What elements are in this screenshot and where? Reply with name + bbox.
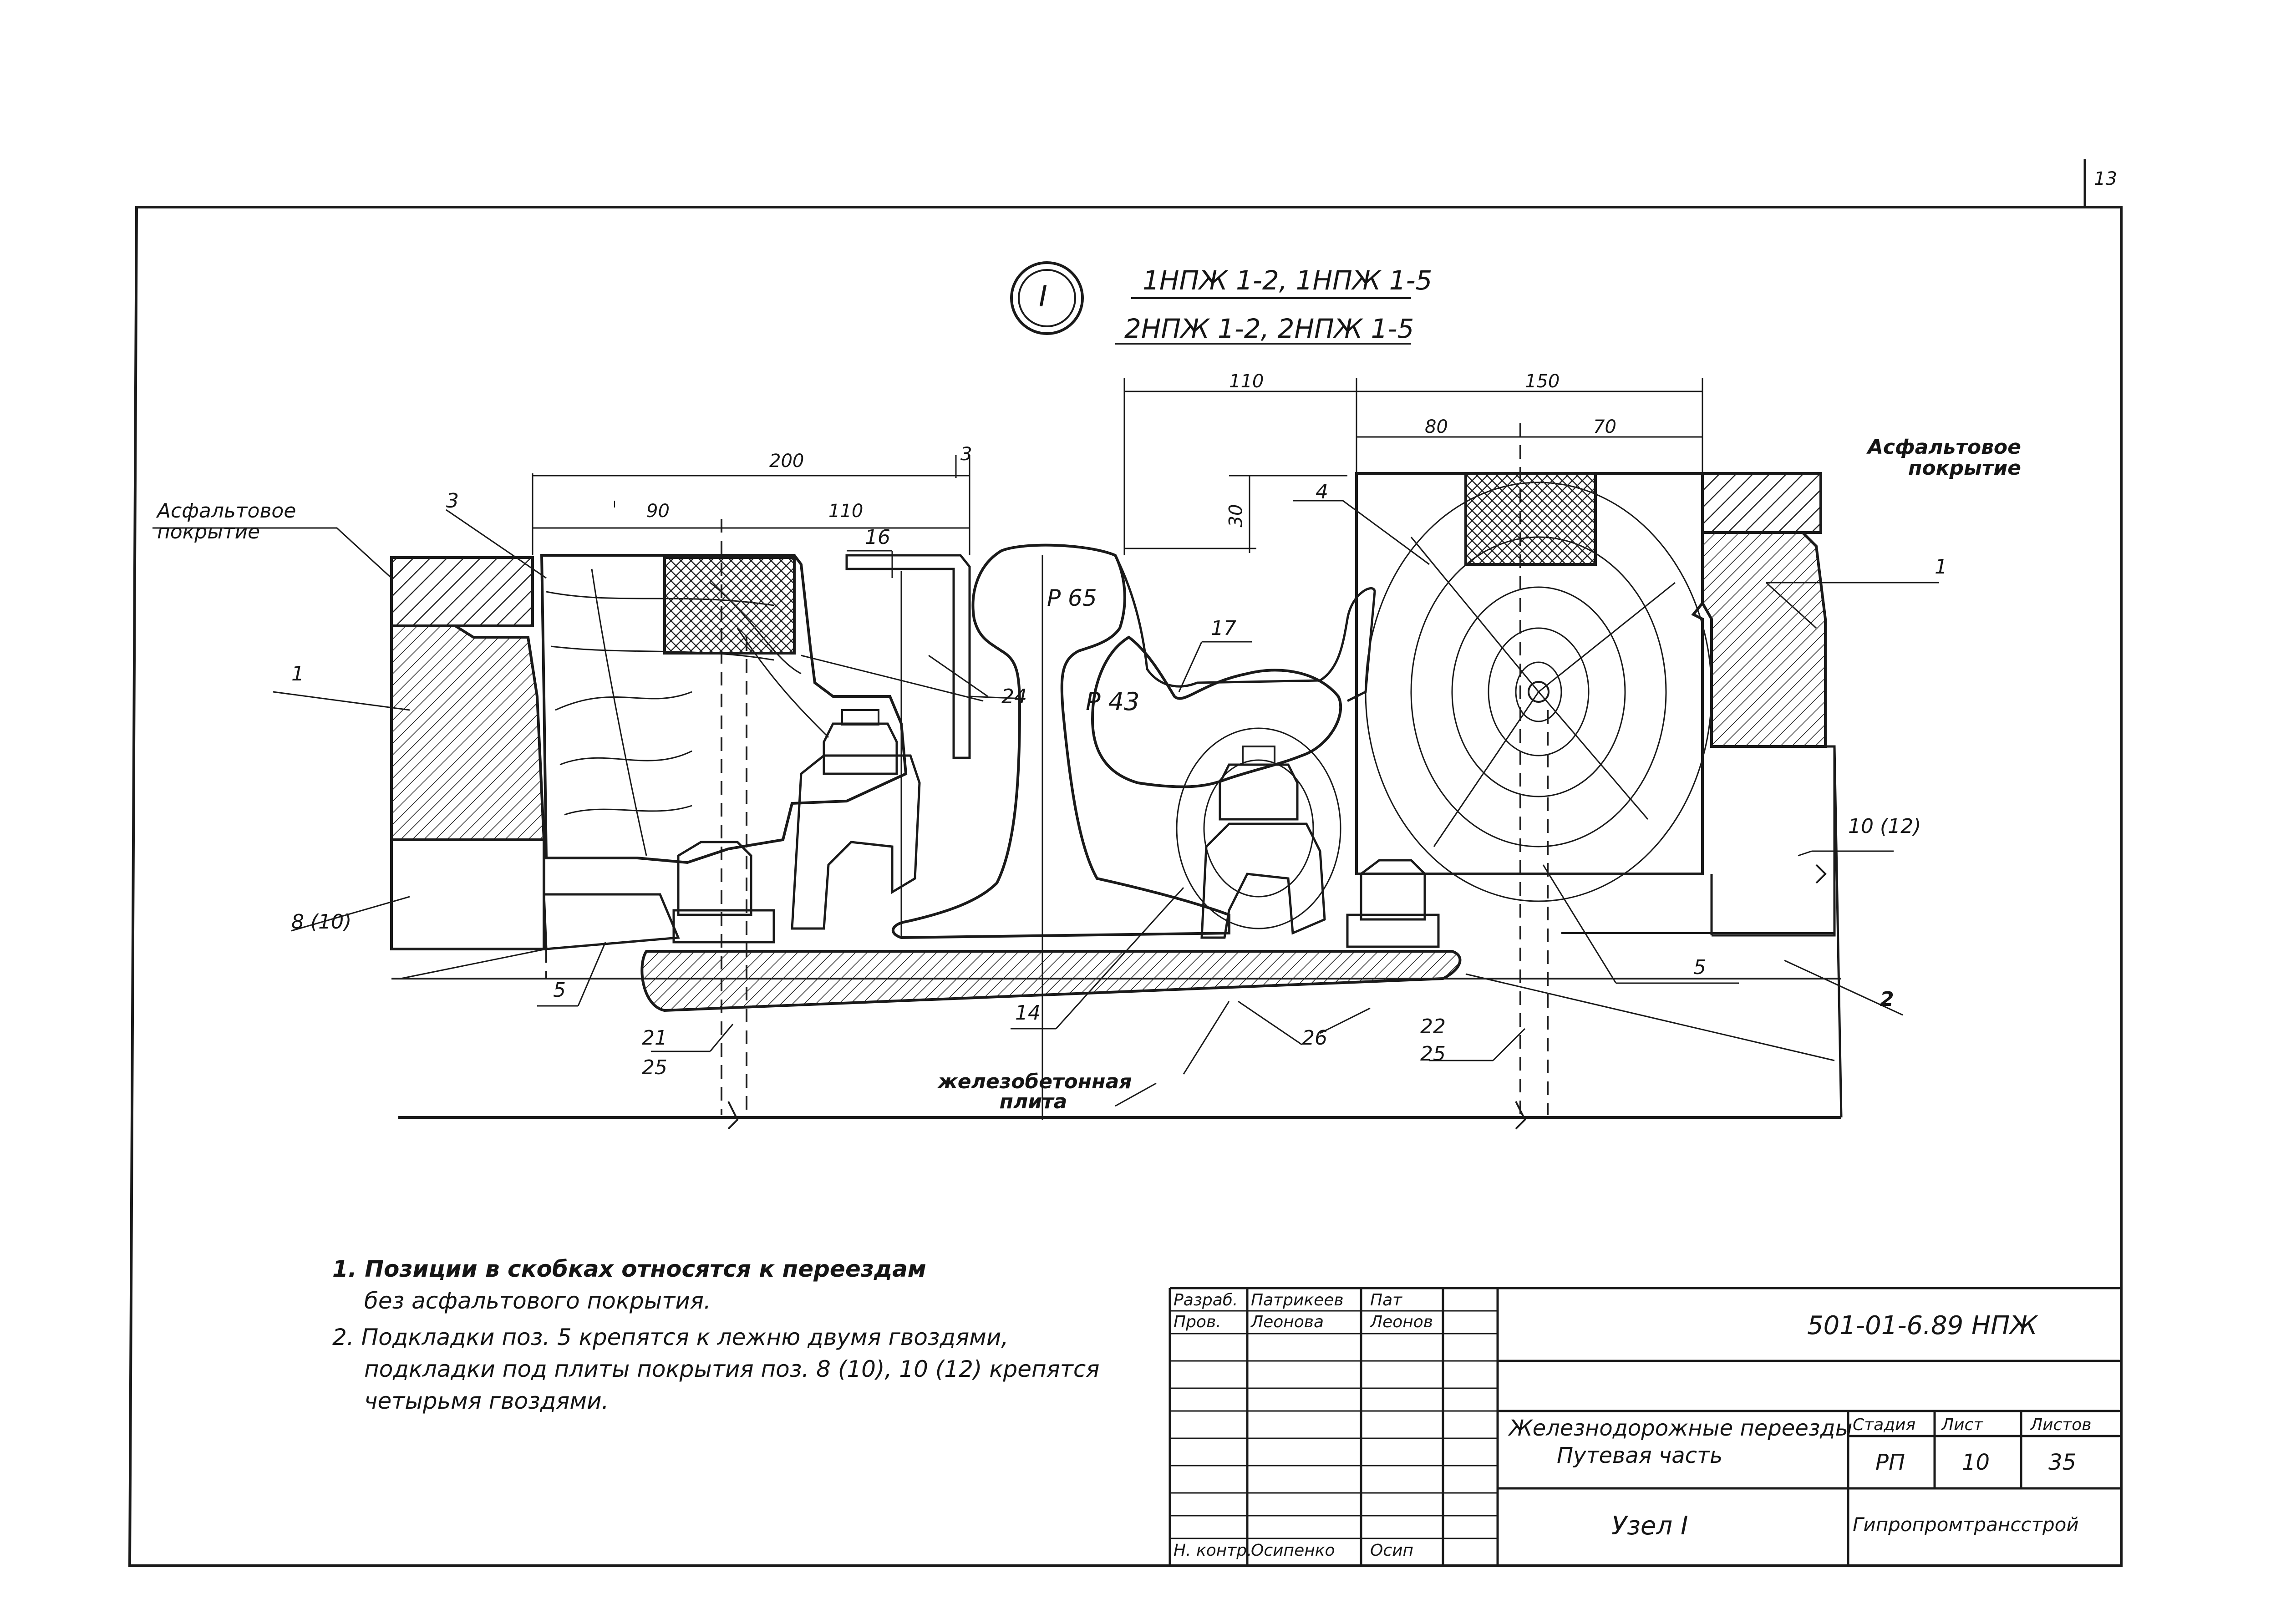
node-codes-line1: 1НПЖ 1-2, 1НПЖ 1-5 [1143,265,1433,296]
dim-3: 3 [960,444,972,465]
tb-name-2: Леонова [1251,1313,1324,1331]
tb-sheets: 35 [2048,1450,2077,1475]
tb-stage-header: Стадия [1853,1416,1916,1434]
note-line-4: подкладки под плиты покрытия поз. 8 (10)… [364,1356,1100,1382]
note-line-3: 2. Подкладки поз. 5 крепятся к лежню дву… [332,1324,1009,1350]
sheet-edge-number: 13 [2094,168,2117,189]
label-asphalt-right: Асфальтовое покрытие [1867,436,2021,480]
label-pos-5-left: 5 [553,979,566,1002]
tb-project-title-2: Путевая часть [1557,1443,1723,1468]
tb-sign-2: Леонов [1370,1313,1433,1331]
tb-stage: РП [1875,1450,1905,1475]
nut-right [1219,763,1299,821]
label-pos-22: 22 [1420,1015,1446,1038]
dim-200: 200 [769,451,804,472]
label-pos-21: 21 [642,1026,667,1050]
node-marker-circle [1010,261,1084,335]
insert-right [1464,472,1597,566]
label-pos-4: 4 [1316,480,1328,503]
nut-left [823,722,898,775]
tb-sheets-header: Листов [2030,1416,2092,1434]
label-pos-25-left: 25 [642,1056,667,1079]
label-pos-25-right: 25 [1420,1042,1446,1066]
dim-110-top: 110 [1229,371,1264,392]
tb-sheet: 10 [1962,1450,1990,1475]
dim-150: 150 [1525,371,1560,392]
bolt-left [677,841,752,916]
tb-role-9: Н. контр. [1174,1541,1252,1560]
tb-sign-9: Осип [1370,1541,1414,1560]
tb-role-1: Разраб. [1174,1291,1238,1309]
clip-left [791,754,921,930]
clip-right [1200,822,1326,939]
tb-role-2: Пров. [1174,1313,1221,1331]
tb-name-9: Осипенко [1251,1541,1335,1560]
dim-70: 70 [1593,416,1616,437]
dim-80: 80 [1425,416,1448,437]
rail-label-p43: Р 43 [1086,687,1140,716]
asphalt-right [1701,472,1822,534]
label-pos-8-10: 8 (10) [291,910,352,934]
tb-node-title: Узел I [1611,1511,1688,1541]
tb-name-1: Патрикеев [1251,1291,1344,1309]
label-pos-17: 17 [1211,617,1236,640]
note-line-5: четырьмя гвоздями. [364,1388,609,1414]
tb-doc-code: 501-01-6.89 НПЖ [1807,1311,2037,1340]
pad-left [390,838,545,950]
node-marker-label: I [1039,280,1047,314]
dim-110-left: 110 [828,501,864,522]
slab-left [390,624,546,841]
asphalt-left [390,556,534,627]
label-pos-3: 3 [446,489,459,513]
label-pos-24: 24 [1001,685,1027,708]
insert-left [663,556,796,655]
note-line-2: без асфальтового покрытия. [364,1288,711,1314]
pad-5-left [543,893,680,950]
tb-organization: Гипропромтрансстрой [1853,1513,2079,1536]
label-pos-14: 14 [1015,1001,1041,1025]
label-asphalt-left: Асфальтовое покрытие [157,499,296,543]
tb-sheet-header: Лист [1941,1416,1983,1434]
note-line-1: 1. Позиции в скобках относятся к переезд… [332,1256,926,1282]
base-plate [640,950,1462,1012]
tie-left [540,554,908,864]
bolt-right [1360,859,1426,921]
label-pos-2: 2 [1880,988,1894,1011]
tb-sign-1: Пат [1370,1291,1402,1309]
label-concrete-plate: железобетонная плита [938,1070,1132,1113]
label-pos-10-12: 10 (12) [1848,815,1921,838]
rail-label-p65: Р 65 [1047,585,1097,611]
tb-project-title-1: Железнодорожные переезды [1509,1416,1853,1441]
angle-16 [845,554,971,759]
label-pos-16: 16 [865,526,890,549]
node-codes-line2: 2НПЖ 1-2, 2НПЖ 1-5 [1124,313,1414,344]
label-pos-1-left: 1 [291,662,304,685]
dim-90: 90 [646,501,670,522]
label-pos-5-right: 5 [1693,956,1706,979]
rail-p43 [1091,635,1342,788]
dim-30: 30 [1225,504,1247,528]
title-block [1168,1287,2121,1566]
label-pos-26: 26 [1302,1026,1327,1050]
slab-right [1701,531,1827,748]
label-pos-1-right: 1 [1935,555,1947,579]
frame-line [128,206,2123,1567]
